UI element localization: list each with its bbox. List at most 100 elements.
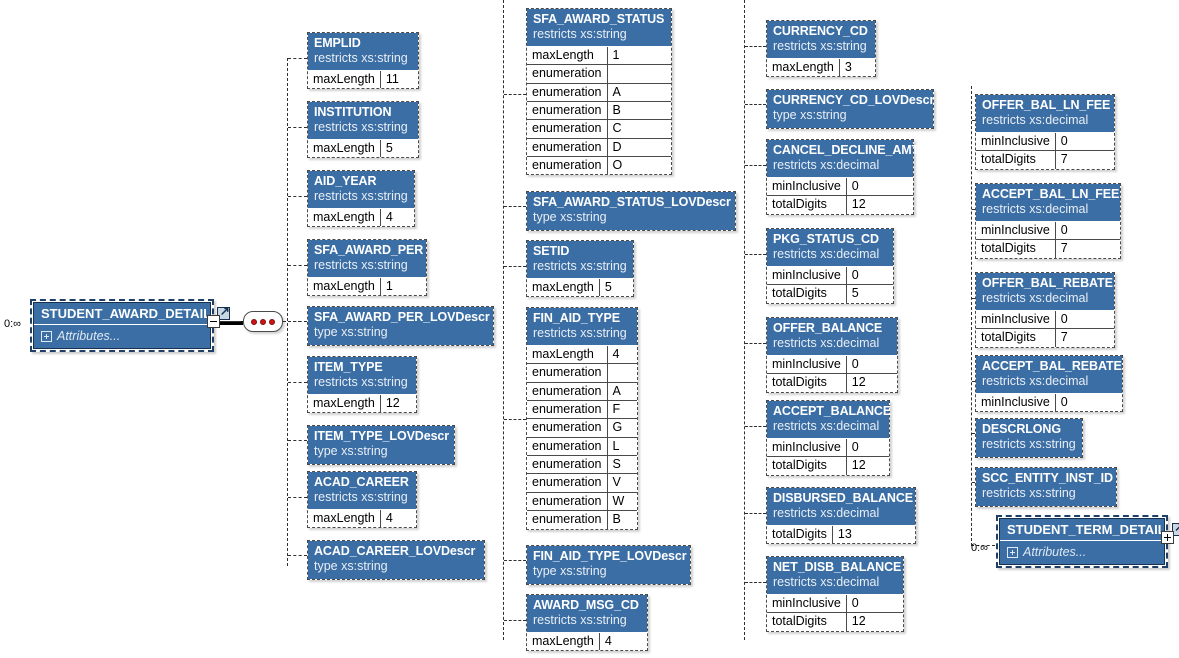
facet-key: minInclusive: [767, 266, 847, 285]
goto-definition-icon[interactable]: [217, 305, 231, 320]
node-base-type: restricts xs:string: [533, 613, 627, 628]
connector-stub: [288, 265, 307, 266]
child-attributes-label: Attributes...: [1023, 545, 1087, 559]
facet-value: 0: [851, 267, 859, 282]
root-element-header: STUDENT_AWARD_DETAIL: [34, 303, 231, 325]
expand-plus-icon[interactable]: [1007, 546, 1018, 558]
facet-key: minInclusive: [767, 355, 847, 374]
node-base-type: restricts xs:string: [533, 326, 627, 341]
child-expand-handle[interactable]: [1161, 531, 1174, 544]
node-name: OFFER_BAL_REBATE: [982, 276, 1113, 290]
node-name: EMPLID: [314, 36, 361, 50]
node-base-type: restricts xs:decimal: [773, 158, 880, 173]
facet-value: 4: [385, 510, 393, 525]
node-name: FIN_AID_TYPE: [533, 311, 621, 325]
sequence-dot-1: [251, 318, 257, 325]
node-name: CURRENCY_CD_LOVDescr: [773, 93, 935, 107]
root-attributes-row[interactable]: Attributes...: [34, 325, 210, 348]
node-base-type: type xs:string: [533, 210, 607, 225]
facet-value: 7: [1055, 239, 1120, 258]
connector-stub: [288, 382, 307, 383]
facet-key: enumeration: [527, 137, 608, 157]
facet-row: enumeration: [527, 363, 637, 382]
root-collapse-handle[interactable]: [207, 315, 220, 328]
facet-value: A: [607, 82, 671, 102]
root-attributes-label: Attributes...: [57, 329, 121, 343]
facet-value: V: [607, 473, 637, 493]
element-student-term-detail[interactable]: STUDENT_TERM_DETAIL Attributes...: [996, 515, 1179, 568]
node-base-type: restricts xs:string: [314, 189, 408, 204]
node-name: SFA_AWARD_STATUS: [533, 12, 665, 26]
expand-plus-icon[interactable]: [41, 330, 52, 342]
goto-definition-icon[interactable]: [1171, 521, 1179, 536]
sequence-compositor-icon[interactable]: [243, 311, 283, 332]
connector-stub: [972, 298, 975, 299]
connector-stub: [288, 196, 307, 197]
child-attributes-row[interactable]: Attributes...: [1000, 541, 1164, 564]
node-name: CURRENCY_CD: [773, 24, 868, 38]
child-element-inner: STUDENT_TERM_DETAIL Attributes...: [999, 518, 1179, 565]
connector-stub: [504, 266, 526, 267]
connector-stub: [972, 381, 975, 382]
facet-key: maxLength: [527, 46, 608, 65]
facet-value: 13: [837, 526, 852, 541]
node-base-type: restricts xs:decimal: [773, 506, 880, 521]
element-student-award-detail[interactable]: STUDENT_AWARD_DETAIL Attributes...: [30, 299, 231, 352]
connector-stub: [745, 254, 766, 255]
node-name: AWARD_MSG_CD: [533, 598, 639, 612]
facet-key: maxLength: [308, 277, 381, 296]
node-base-type: restricts xs:decimal: [773, 336, 880, 351]
